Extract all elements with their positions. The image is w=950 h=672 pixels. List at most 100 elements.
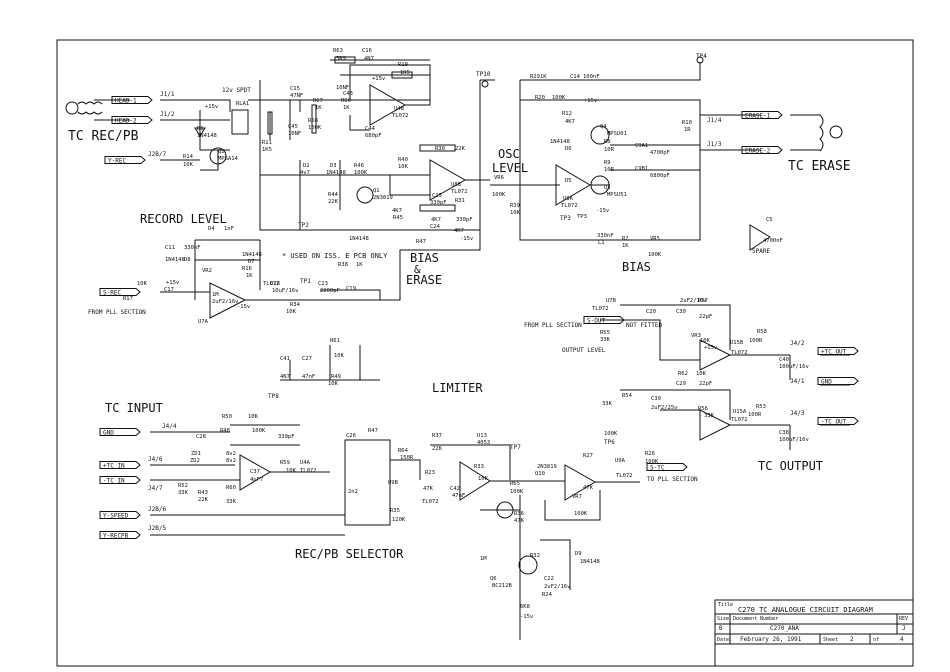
- tb-of: 4: [900, 636, 904, 643]
- component-label: RLA1: [236, 101, 249, 107]
- component-label: 10K: [248, 414, 259, 420]
- component-label: 4N7: [280, 374, 290, 380]
- component-label: 4053: [477, 440, 490, 446]
- component-label: R56: [698, 406, 708, 412]
- component-label: 100R: [749, 338, 763, 344]
- connector-label: TP1: [300, 278, 311, 285]
- component-label: 330pF: [456, 217, 473, 223]
- component-label: C43: [343, 91, 353, 97]
- component-label: 10NF: [288, 131, 301, 137]
- connector-label: J4/6: [148, 456, 163, 463]
- component-label: 10K: [183, 162, 194, 168]
- net-label-text: S-OUT: [587, 317, 605, 324]
- component-label: D8: [184, 257, 191, 263]
- component-label: 1K: [540, 74, 547, 80]
- component-label: U9B: [388, 480, 399, 486]
- component-label: 47K: [514, 518, 525, 524]
- component-label: 10K: [478, 476, 489, 482]
- net-label-tcout2: -TC OUT: [817, 417, 859, 425]
- component-label: 1N4148: [580, 559, 600, 565]
- label-recpb-selector: REC/PB SELECTOR: [295, 547, 404, 561]
- component-label: 330nF: [184, 245, 201, 251]
- component-label: 10K: [510, 210, 521, 216]
- tb-sheet-label: Sheet: [823, 637, 838, 643]
- component-label: C27: [302, 356, 312, 362]
- component-label: 330pF: [278, 434, 295, 440]
- component-label: C25: [432, 193, 442, 199]
- component-label: R32: [530, 553, 540, 559]
- component-label: D6: [565, 146, 572, 152]
- tb-sheet: 2: [850, 636, 854, 643]
- net-label-text: GND: [103, 429, 114, 436]
- component-label: D3: [330, 163, 337, 169]
- component-label: 680pF: [365, 133, 382, 139]
- component-label: 4v7: [300, 170, 310, 176]
- connector-label: J2B/7: [148, 151, 166, 158]
- note-to-pll: TO PLL SECTION: [647, 476, 698, 483]
- component-label: -15v: [460, 236, 474, 242]
- component-label: MPSU51: [607, 192, 627, 198]
- component-label: R39: [510, 203, 520, 209]
- net-label-tcout: +TC OUT: [817, 347, 859, 355]
- component-label: 2uF2/16v: [680, 298, 707, 304]
- component-label: 10uF/16v: [272, 288, 299, 294]
- component-label: VR6: [494, 175, 504, 181]
- component-label: 10K: [328, 381, 339, 387]
- net-label-erase2: ERASE-2: [741, 146, 783, 154]
- component-label: +15v: [166, 280, 180, 286]
- component-label: TL072: [451, 189, 468, 195]
- component-label: 8v2: [226, 458, 236, 464]
- component-label: R34: [290, 302, 301, 308]
- component-label: 150R: [400, 455, 414, 461]
- component-label: 100K: [604, 431, 618, 437]
- label-bias-erase-3: ERASE: [406, 273, 442, 287]
- component-label: 4K7: [565, 119, 575, 125]
- component-label: R38: [338, 262, 348, 268]
- component-label: 33K: [226, 499, 237, 505]
- component-label: 10K: [286, 468, 297, 474]
- component-label: R65: [510, 481, 520, 487]
- component-label: C15: [290, 86, 300, 92]
- component-label: R49: [331, 374, 341, 380]
- component-label: 330pF: [430, 200, 447, 206]
- component-label: 1N4148: [349, 236, 369, 242]
- tb-date: February 26, 1991: [740, 636, 802, 643]
- component-label: R9: [604, 160, 611, 166]
- component-label: 47nF: [452, 493, 465, 499]
- component-label: U15A: [733, 409, 747, 415]
- component-label: 2N3819: [537, 464, 557, 470]
- component-label: 4K7: [431, 217, 441, 223]
- label-osc-level-2: LEVEL: [492, 161, 528, 175]
- component-label: 10K: [696, 371, 707, 377]
- component-label: R47: [368, 428, 378, 434]
- label-limiter: LIMITER: [432, 381, 483, 395]
- component-label: R47: [416, 239, 426, 245]
- net-label-text: -TC OUT: [821, 418, 847, 425]
- component-label: 100K: [492, 192, 506, 198]
- component-label: 4N7: [364, 56, 374, 62]
- component-label: 100R: [748, 412, 762, 418]
- component-label: 100K: [552, 95, 566, 101]
- tb-title: C270 TC ANALOGUE CIRCUIT DIAGRAM: [738, 606, 873, 614]
- component-label: D5: [565, 178, 572, 184]
- component-label: R61: [330, 338, 340, 344]
- component-label: R52: [178, 483, 188, 489]
- tb-docnum-label: Document Number: [733, 616, 778, 622]
- net-label-stc: S-TC: [646, 463, 688, 471]
- label-record-level: RECORD LEVEL: [140, 212, 227, 226]
- component-label: 33K: [178, 490, 189, 496]
- component-label: 10R: [604, 147, 615, 153]
- component-label: 100uF/16v: [779, 437, 809, 443]
- net-label-head1: HEAD-1: [111, 96, 153, 104]
- component-label: R31: [455, 198, 465, 204]
- component-label: R8: [604, 139, 611, 145]
- component-label: -15v: [237, 304, 251, 310]
- component-label: 22K: [432, 446, 443, 452]
- component-label: R11: [262, 140, 272, 146]
- component-label: U8A: [563, 196, 574, 202]
- net-label-head2: HEAD-2: [111, 116, 153, 124]
- component-label: 10K: [398, 164, 409, 170]
- component-label: MPSA14: [218, 156, 239, 162]
- component-label: 47K: [423, 486, 434, 492]
- connector-label: TP6: [604, 439, 615, 446]
